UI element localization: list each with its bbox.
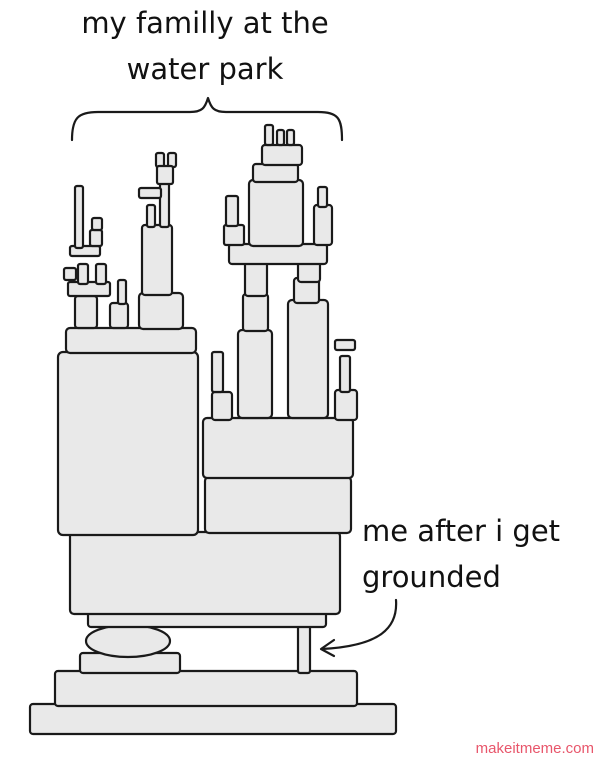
base-dome (84, 623, 172, 659)
family-caption: my familly at the water park (40, 0, 370, 92)
tower-g (333, 388, 359, 422)
turret-b (108, 301, 130, 330)
tower-e-cap (241, 292, 270, 333)
slab-support-left (243, 260, 269, 298)
lower-main-block (68, 530, 342, 616)
top-castle-side-block (222, 223, 246, 247)
right-block-upper (201, 416, 355, 480)
tower-d (286, 298, 330, 420)
base-slab-middle (53, 669, 359, 708)
right-block-lower (203, 475, 353, 535)
grounded-caption-line-2: grounded (362, 560, 501, 594)
arrow-head (319, 638, 336, 658)
tower-g-bar (333, 338, 357, 352)
left-tower-cap (64, 326, 198, 355)
top-castle-ledge (251, 162, 300, 184)
base-slab-bottom (28, 702, 398, 736)
watermark: makeitmeme.com (475, 740, 594, 757)
turret-a-cube-1 (88, 228, 104, 248)
tower-f-spire (210, 350, 225, 394)
left-tower-body (56, 350, 200, 537)
top-castle-spire-1 (263, 123, 275, 147)
top-castle-spire-2 (275, 128, 286, 147)
turret-c-column (140, 223, 174, 297)
family-caption-line-2: water park (126, 52, 284, 86)
turret-a-spire-1 (76, 262, 90, 286)
turret-c-spire-1 (145, 203, 157, 229)
tower-g-spire (338, 354, 352, 394)
turret-a-knob (62, 266, 78, 282)
top-castle-top (260, 143, 304, 167)
tower-f (210, 390, 234, 422)
turret-a-base (73, 294, 99, 330)
family-caption-line-1: my familly at the (81, 6, 329, 40)
turret-c-base (137, 291, 185, 331)
turret-b-spire (116, 278, 128, 306)
tower-e (236, 328, 274, 420)
turret-a-spire-2 (94, 262, 108, 286)
arrow-line (320, 598, 398, 651)
top-castle-spire-3 (285, 128, 296, 147)
grounded-caption: me after i get grounded (362, 508, 594, 600)
turret-c-bar (137, 186, 163, 200)
turret-a-cube-2 (90, 216, 104, 232)
turret-c-neck (155, 164, 175, 186)
top-castle-side-spire (224, 194, 240, 228)
top-castle-right-spire (316, 185, 329, 209)
grounded-caption-line-1: me after i get (362, 514, 561, 548)
curly-brace (70, 96, 344, 142)
top-castle-right-turret (312, 203, 334, 247)
turret-a-needle (73, 184, 85, 250)
top-castle-body (247, 178, 305, 248)
